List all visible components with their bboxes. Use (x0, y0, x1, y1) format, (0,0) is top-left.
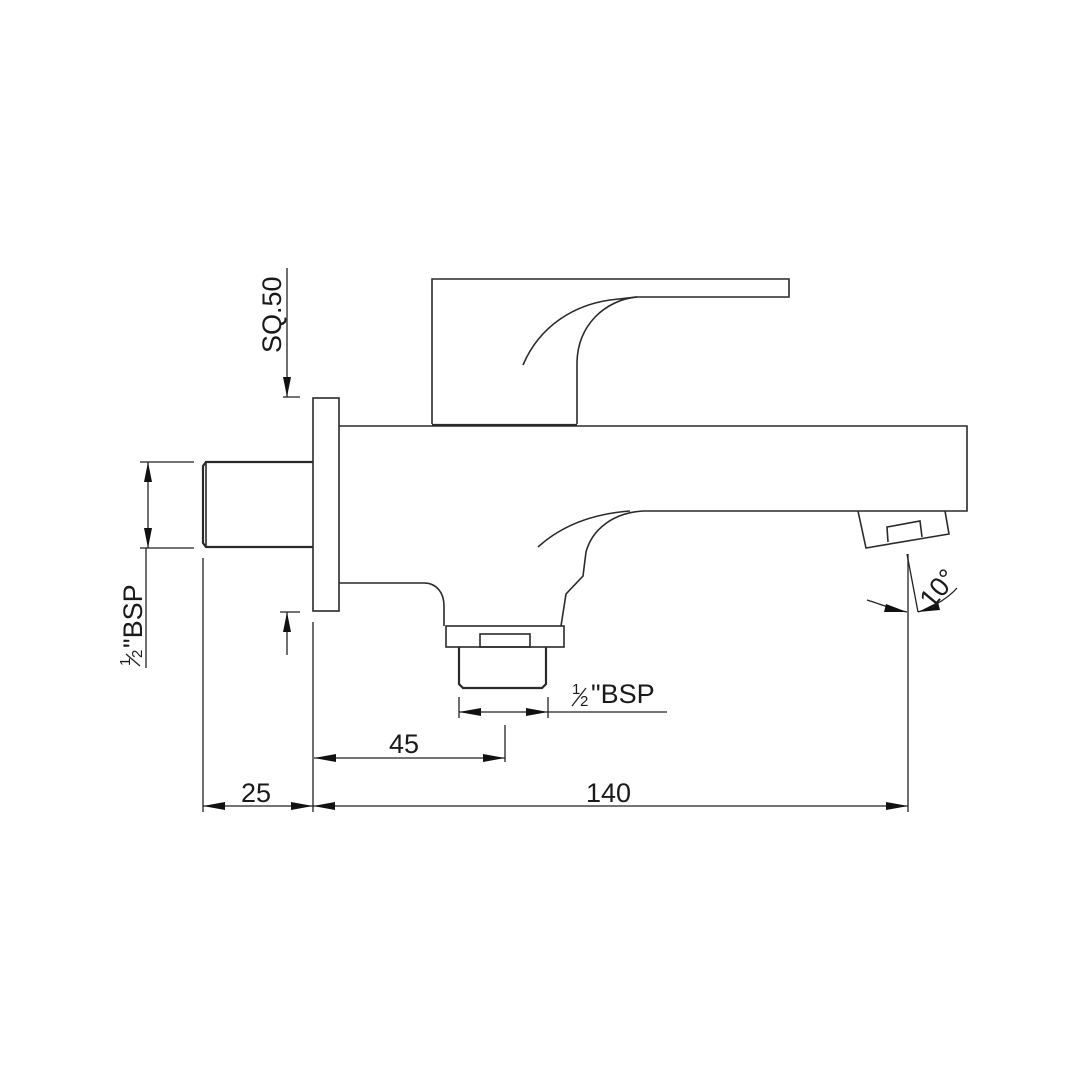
bottom-outlet (445, 625, 565, 690)
wall-flange (312, 397, 340, 612)
aerator (857, 510, 950, 549)
inlet-bsp-label: 1 2 "BSP (117, 584, 148, 667)
dim-140 (313, 802, 908, 810)
outlet-bsp-label: 1 2 "BSP (571, 679, 655, 710)
svg-text:"BSP: "BSP (118, 584, 148, 648)
sq50-label: SQ.50 (257, 276, 287, 353)
svg-text:1: 1 (572, 681, 580, 698)
dim-45-label: 45 (389, 729, 419, 759)
spout-body (339, 425, 968, 627)
dim-140-label: 140 (586, 778, 631, 808)
inlet-thread (201, 460, 313, 549)
svg-text:1: 1 (117, 658, 134, 666)
dim-25 (203, 802, 313, 810)
svg-text:2: 2 (129, 650, 146, 658)
dim-45 (314, 725, 506, 762)
angle-10-dimension (866, 553, 958, 613)
outlet-bsp-dimension (458, 697, 667, 718)
sq50-dimension (280, 268, 300, 655)
svg-text:"BSP: "BSP (591, 679, 655, 709)
angle-10-label: 10° (914, 563, 963, 614)
svg-text:2: 2 (580, 693, 588, 710)
dim-25-label: 25 (241, 778, 271, 808)
inlet-bsp-dimension (140, 461, 194, 668)
mixer-handle (431, 278, 790, 427)
